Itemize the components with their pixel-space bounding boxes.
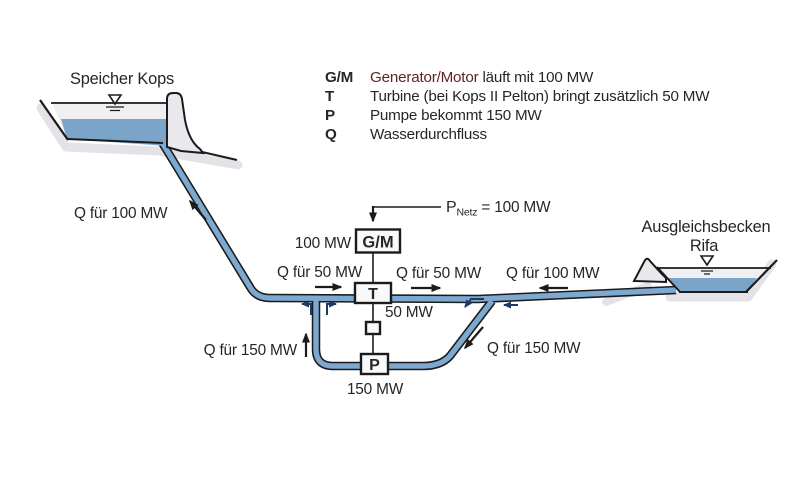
water-level-icon [106, 94, 124, 112]
label-pump-power: 150 MW [347, 381, 404, 398]
rifa-water [667, 278, 757, 291]
rifa-dam-hump [632, 257, 667, 284]
machine-string: G/M T P [353, 206, 441, 376]
legend-key-turbine: T [325, 88, 335, 105]
grid-power-symbol: P [446, 199, 456, 216]
junction-arrow-left-up-right [326, 300, 337, 315]
rifa-label-line1: Ausgleichsbecken [642, 218, 771, 236]
legend-key-pump: P [325, 107, 335, 124]
junction-arrow-right-down-branch [464, 298, 484, 308]
turbine-label: T [368, 286, 378, 303]
kops-label: Speicher Kops [70, 70, 174, 88]
water-level-icon [699, 255, 715, 275]
generator-motor-box [354, 228, 402, 254]
junction-arrows [301, 298, 518, 315]
label-flow-from-rifa: Q für 100 MW [506, 265, 600, 282]
legend-desc-gm-rest: läuft mit 100 MW [478, 69, 594, 86]
grid-power-value: = 100 MW [477, 199, 551, 216]
legend-key-gm: G/M [325, 69, 353, 86]
main-pipe [149, 124, 677, 302]
turbine-box [353, 281, 393, 305]
label-flow-turbine-in: Q für 50 MW [277, 264, 363, 281]
rifa-left-bank [656, 266, 681, 293]
generator-motor-label: G/M [362, 234, 393, 252]
kops-basin-bottom [66, 138, 164, 144]
label-generator-power: 100 MW [295, 235, 352, 252]
legend-key-flow: Q [325, 126, 337, 143]
label-flow-to-pump: Q für 150 MW [487, 340, 581, 357]
legend-desc-gm-emphasis: Generator/Motor [370, 69, 479, 86]
legend: G/M Generator/Motor läuft mit 100 MW T T… [325, 69, 710, 143]
flow-arrow-to-pump [464, 326, 484, 350]
pump-box [359, 352, 390, 376]
label-flow-turbine-out: Q für 50 MW [396, 265, 482, 282]
kops-ground-shadow [36, 103, 243, 170]
rifa-right-bank [745, 259, 778, 293]
legend-desc-turbine: Turbine (bei Kops II Pelton) bringt zusä… [370, 88, 710, 105]
rifa-reservoir: Ausgleichsbecken Rifa [632, 218, 778, 293]
grid-power-subscript: Netz [456, 207, 477, 219]
rifa-label-line2: Rifa [690, 237, 719, 255]
flow-arrows [189, 199, 568, 357]
legend-desc-flow: Wasserdurchfluss [370, 126, 488, 143]
label-flow-pump-up: Q für 150 MW [204, 342, 298, 359]
legend-desc-gm: Generator/Motor läuft mit 100 MW [370, 69, 594, 86]
label-flow-to-kops: Q für 100 MW [74, 205, 168, 222]
kops-dam [166, 92, 206, 155]
kops-left-bank [39, 99, 69, 141]
coupling-box [364, 320, 382, 336]
label-grid-power: PNetz = 100 MW [446, 199, 551, 219]
flow-arrow-to-kops [189, 199, 207, 221]
value-labels: Q für 100 MW PNetz = 100 MW 100 MW Q für… [74, 199, 600, 398]
legend-desc-pump: Pumpe bekommt 150 MW [370, 107, 542, 124]
pump-label: P [369, 357, 380, 374]
junction-arrow-left-up-left [301, 300, 312, 315]
label-turbine-power: 50 MW [385, 304, 433, 321]
kops-reservoir: Speicher Kops [39, 70, 206, 155]
